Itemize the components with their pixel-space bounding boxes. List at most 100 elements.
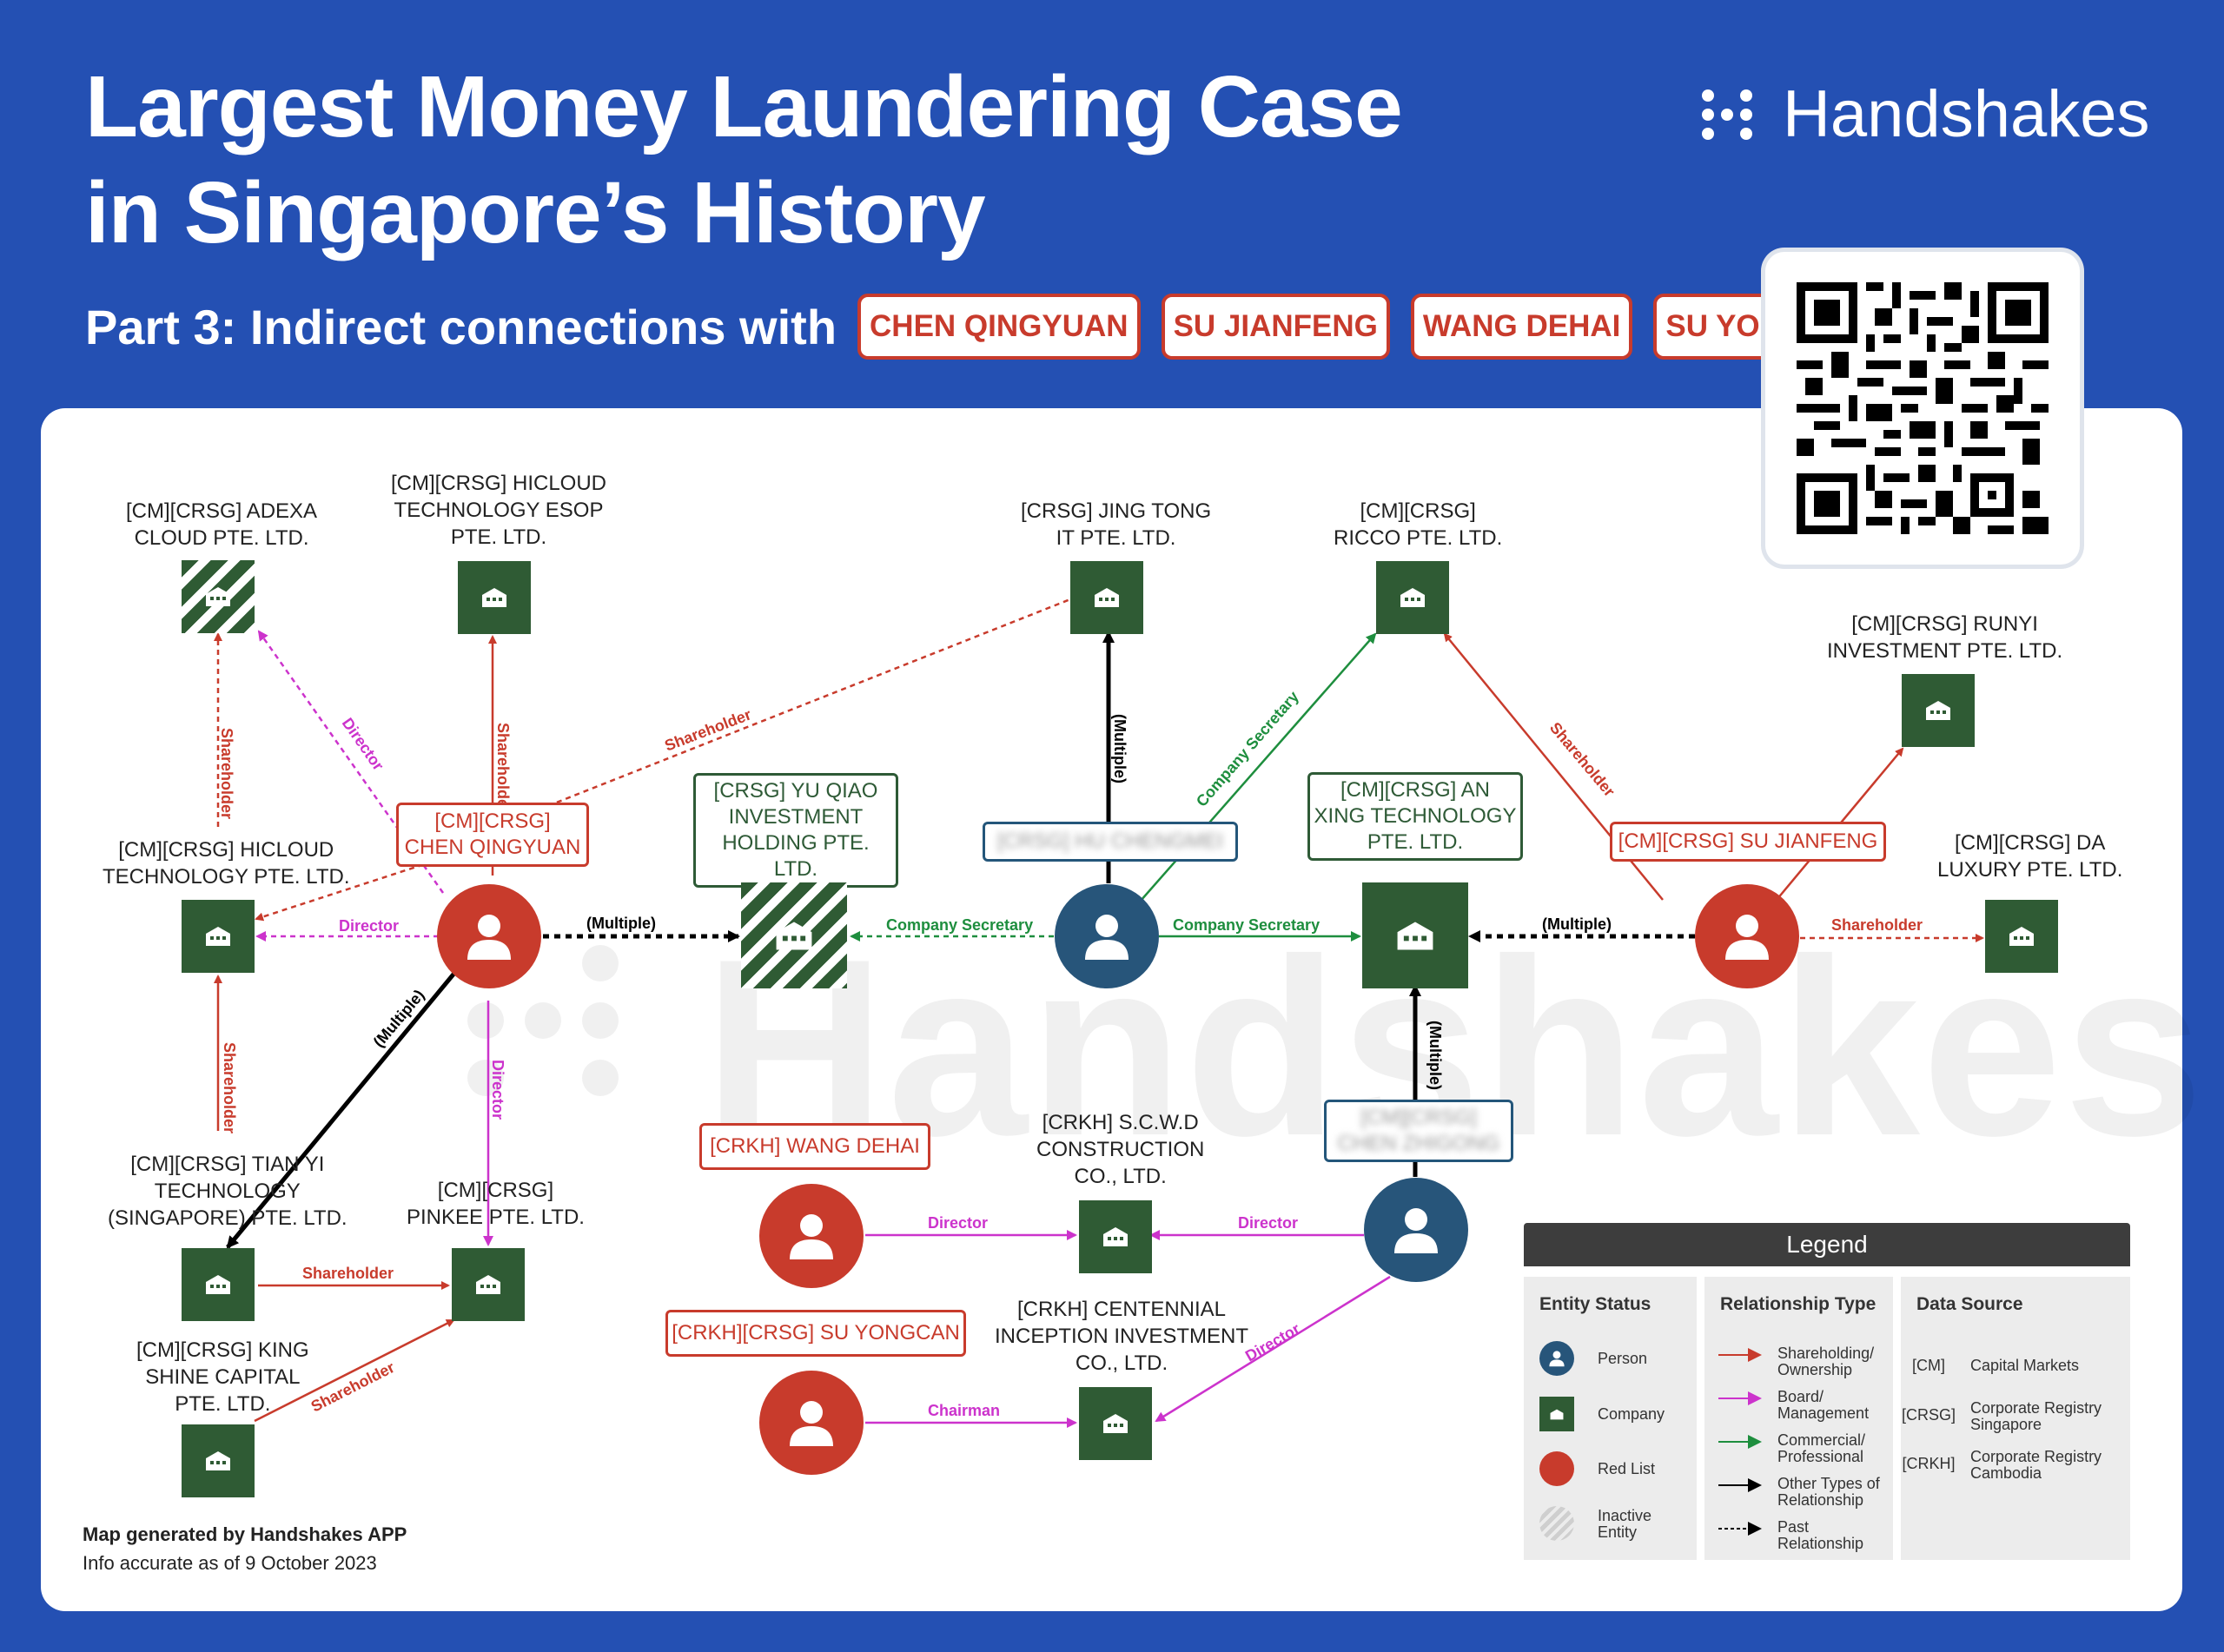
legend-item: Commercial/ Professional — [1777, 1431, 1866, 1465]
person-node-chen-qingyuan[interactable] — [437, 884, 541, 988]
legend-item: Red List — [1598, 1460, 1656, 1477]
legend: Legend Entity Status Person Company Red … — [1524, 1223, 2130, 1560]
company-label-adexa: [CM][CRSG] ADEXA CLOUD PTE. LTD. — [126, 499, 318, 550]
company-node-centennial[interactable] — [1079, 1387, 1152, 1460]
edge-label: (Multiple) — [1111, 714, 1129, 783]
building-icon — [206, 587, 230, 606]
person-label-wang-dehai: [CRKH] WANG DEHAI — [699, 1123, 930, 1170]
building-icon — [1397, 921, 1433, 950]
redacted-name: [CM][CRSG] CHEN ZHIGONG — [1337, 1106, 1500, 1155]
company-node-da-luxury[interactable] — [1985, 900, 2058, 973]
person-icon — [790, 1401, 833, 1446]
edge-label: Shareholder — [1546, 719, 1618, 800]
edge-label: Director — [489, 1060, 506, 1120]
watermark-logo-icon — [467, 945, 619, 1096]
company-label-yu-qiao: [CRSG] YU QIAO INVESTMENT HOLDING PTE. L… — [693, 773, 898, 888]
legend-company-swatch — [1539, 1397, 1574, 1431]
company-label-runyi: [CM][CRSG] RUNYI INVESTMENT PTE. LTD. — [1827, 612, 2063, 663]
company-label-an-xing: [CM][CRSG] AN XING TECHNOLOGY PTE. LTD. — [1307, 772, 1523, 861]
edge-label: Chairman — [928, 1402, 1000, 1419]
legend-title: Legend — [1524, 1223, 2130, 1266]
tag-wang-dehai: WANG DEHAI — [1410, 294, 1633, 360]
edge-label: (Multiple) — [586, 915, 656, 932]
subtitle: Part 3: Indirect connections with — [85, 299, 837, 354]
building-icon — [1103, 1414, 1128, 1433]
legend-item: Inactive Entity — [1598, 1507, 1652, 1541]
legend-inactive-swatch — [1539, 1506, 1574, 1541]
legend-item: Board/ Management — [1777, 1388, 1870, 1422]
building-icon — [1400, 588, 1425, 607]
company-label-hicloud-tech: [CM][CRSG] HICLOUD TECHNOLOGY PTE. LTD. — [103, 838, 350, 889]
handshakes-logo-icon — [1702, 89, 1752, 140]
company-label-king-shine: [CM][CRSG] KING SHINE CAPITAL PTE. LTD. — [136, 1338, 309, 1416]
company-node-tian-yi[interactable] — [182, 1248, 255, 1321]
edge-label: (Multiple) — [1542, 915, 1612, 933]
person-node-su-yongcan[interactable] — [759, 1371, 864, 1475]
title-line-1: Largest Money Laundering Case — [85, 58, 1403, 155]
person-node-redacted-1[interactable] — [1055, 884, 1159, 988]
redacted-name: [CRSG] HU CHENGMEI — [996, 829, 1223, 853]
building-icon — [2009, 927, 2034, 946]
legend-heading: Relationship Type — [1720, 1294, 1876, 1314]
person-node-wang-dehai[interactable] — [759, 1184, 864, 1288]
footer-note: Map generated by Handshakes APP Info acc… — [83, 1520, 407, 1577]
legend-item: Past Relationship — [1777, 1518, 1864, 1552]
company-node-scwd[interactable] — [1079, 1200, 1152, 1273]
legend-data-source: Data Source [CM] Capital Markets [CRSG] … — [1901, 1277, 2130, 1560]
company-node-an-xing[interactable] — [1362, 882, 1468, 988]
company-node-runyi[interactable] — [1902, 674, 1975, 747]
qr-code[interactable] — [1765, 252, 2080, 565]
building-icon — [476, 1275, 500, 1294]
edge-label: (Multiple) — [1426, 1021, 1444, 1090]
footer-line-1: Map generated by Handshakes APP — [83, 1523, 407, 1545]
edge-label: Shareholder — [494, 723, 512, 814]
legend-item: Company — [1598, 1405, 1665, 1423]
company-node-hicloud-tech[interactable] — [182, 900, 255, 973]
company-label-jing-tong: [CRSG] JING TONG IT PTE. LTD. — [1021, 499, 1212, 550]
building-icon — [206, 1451, 230, 1470]
legend-line-swatches — [1718, 1348, 1762, 1536]
person-icon — [1394, 1208, 1438, 1253]
legend-item: Person — [1598, 1350, 1648, 1367]
company-node-jing-tong[interactable] — [1070, 561, 1143, 634]
legend-source-name: Corporate Registry Cambodia — [1970, 1448, 2102, 1482]
legend-entity-status: Entity Status Person Company Red List In… — [1524, 1277, 1697, 1560]
person-icon — [1725, 915, 1769, 960]
edge-label: Director — [1238, 1214, 1298, 1232]
legend-item: Other Types of Relationship — [1777, 1475, 1880, 1509]
edge-label: Director — [339, 715, 387, 774]
company-node-ricco[interactable] — [1376, 561, 1449, 634]
qr-code-icon — [1797, 282, 2049, 534]
company-node-adexa[interactable] — [182, 560, 255, 633]
legend-source-name: Corporate Registry Singapore — [1970, 1399, 2102, 1433]
edge-label: Shareholder — [221, 1042, 238, 1133]
company-label-ricco: [CM][CRSG] RICCO PTE. LTD. — [1334, 499, 1503, 550]
legend-source-code: [CRKH] — [1902, 1455, 1956, 1472]
person-node-redacted-2[interactable] — [1364, 1178, 1468, 1282]
page-title: Largest Money Laundering Case in Singapo… — [85, 54, 1475, 266]
person-label-chen-qingyuan: [CM][CRSG] CHEN QINGYUAN — [396, 803, 589, 867]
legend-person-swatch — [1539, 1341, 1574, 1376]
edge-label: Director — [339, 917, 399, 935]
legend-item: Shareholding/ Ownership — [1777, 1345, 1875, 1378]
company-node-hicloud-esop[interactable] — [458, 561, 531, 634]
edge-label: Company Secretary — [1193, 688, 1302, 810]
building-icon — [1926, 701, 1950, 720]
company-label-pinkee: [CM][CRSG] PINKEE PTE. LTD. — [407, 1179, 585, 1229]
company-node-king-shine[interactable] — [182, 1424, 255, 1497]
legend-redlist-swatch — [1539, 1451, 1574, 1486]
tag-chen-qingyuan: CHEN QINGYUAN — [857, 294, 1141, 360]
person-label-redacted-2: [CM][CRSG] CHEN ZHIGONG — [1324, 1100, 1513, 1162]
legend-heading: Data Source — [1916, 1294, 2023, 1314]
company-node-pinkee[interactable] — [452, 1248, 525, 1321]
person-label-su-yongcan: [CRKH][CRSG] SU YONGCAN — [665, 1310, 966, 1357]
legend-heading: Entity Status — [1539, 1294, 1651, 1314]
person-icon — [1549, 1351, 1565, 1367]
company-node-yu-qiao[interactable] — [741, 882, 847, 988]
person-node-su-jianfeng[interactable] — [1695, 884, 1799, 988]
company-label-tian-yi: [CM][CRSG] TIAN YI TECHNOLOGY (SINGAPORE… — [108, 1153, 348, 1230]
building-icon — [206, 927, 230, 946]
edge-label: Shareholder — [302, 1265, 394, 1282]
